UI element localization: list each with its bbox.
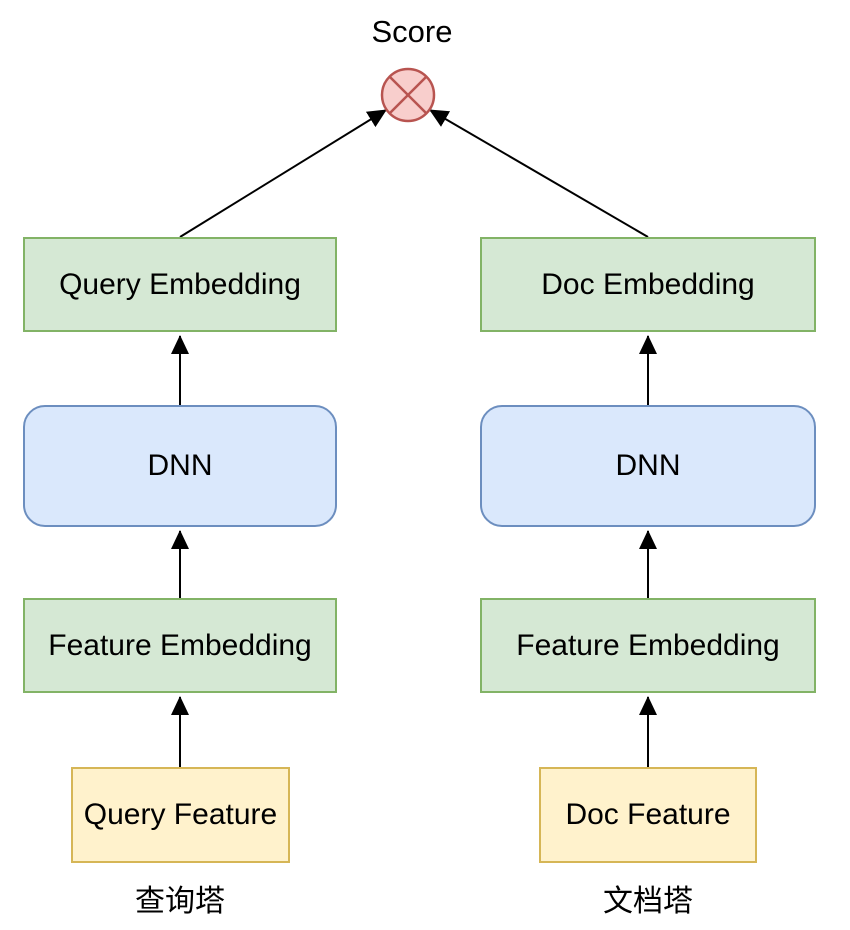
node-dnn-query: DNN [23, 405, 337, 527]
node-query-embedding: Query Embedding [23, 237, 337, 332]
arrow-doc-embedding-to-score [429, 109, 649, 238]
circled-x-icon [380, 67, 436, 123]
node-label: Feature Embedding [48, 628, 312, 662]
node-label: Query Embedding [59, 267, 301, 301]
node-label: Doc Embedding [541, 267, 755, 301]
node-query-feature: Query Feature [71, 767, 290, 863]
doc-tower-caption: 文档塔 [603, 885, 693, 918]
score-label: Score [371, 14, 453, 49]
node-feature-embedding-query: Feature Embedding [23, 598, 337, 693]
node-doc-embedding: Doc Embedding [480, 237, 816, 332]
node-label: DNN [147, 449, 213, 482]
node-dnn-doc: DNN [480, 405, 816, 527]
node-label: Feature Embedding [516, 628, 780, 662]
node-label: DNN [615, 449, 681, 482]
arrow-query-embedding-to-score [179, 109, 387, 238]
node-doc-feature: Doc Feature [539, 767, 757, 863]
node-label: Doc Feature [565, 798, 731, 831]
node-feature-embedding-doc: Feature Embedding [480, 598, 816, 693]
query-tower-caption: 查询塔 [135, 885, 225, 918]
node-label: Query Feature [83, 798, 278, 831]
